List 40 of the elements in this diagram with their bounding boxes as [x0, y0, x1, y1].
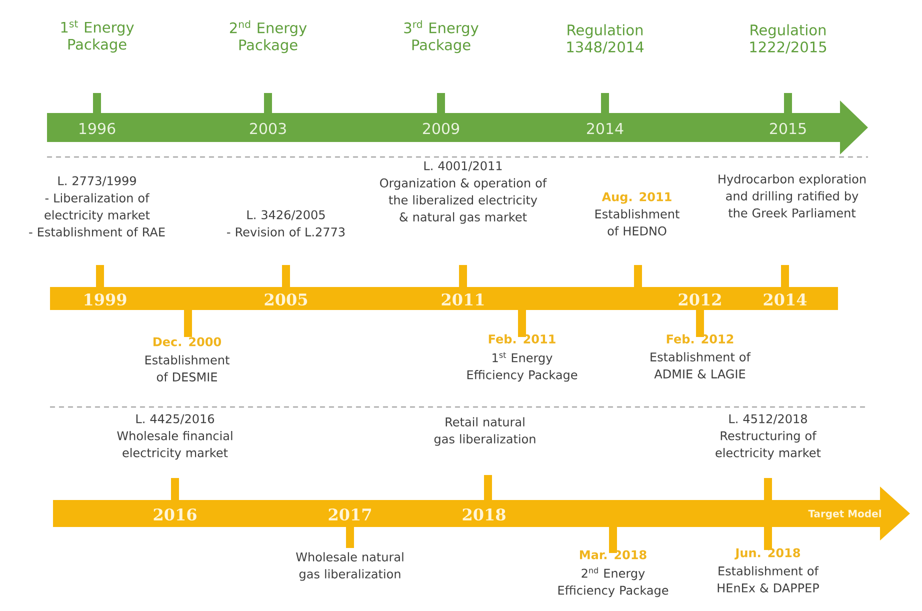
event-label: 2$^{nd}$ Energy Efficiency Package: [558, 567, 668, 598]
year-label: 2016: [154, 508, 196, 521]
year-label: 1999: [84, 293, 126, 306]
event-label: Wholesale natural gas liberalization: [296, 552, 404, 581]
event-label: L. 4512/2018 Restructuring of electricity market: [716, 414, 821, 460]
event-label: Establishment of DESMIE: [145, 355, 230, 382]
event-label: Establishment of HEDNO: [595, 209, 680, 236]
year-label: 2005: [264, 293, 308, 306]
event-label: - Liberalization of electricity market: [44, 193, 150, 222]
year-label: 2009: [423, 122, 460, 134]
bar-label: Target Model: [808, 510, 881, 520]
year-label: 2015: [770, 122, 806, 134]
event-label: Establishment of HEnEx & DAPPEP: [718, 566, 819, 592]
year-label: 2003: [250, 122, 286, 134]
date-label: Aug. 2011: [602, 192, 672, 204]
year-label: 2012: [678, 293, 721, 306]
milestone-label: 2$^{nd}$ Energy Package: [230, 20, 307, 54]
event-label: L. 4425/2016 Wholesale financial electricity market: [117, 414, 232, 460]
event-label: Establishment of ADMIE & LAGIE: [650, 352, 751, 378]
event-label: L. 3426/2005: [247, 210, 325, 220]
milestone-label: Regulation 1222/2015: [750, 24, 826, 54]
date-label: Dec. 2000: [154, 337, 222, 346]
date-label: Feb. 2011: [488, 334, 556, 344]
event-label: Retail natural gas liberalization: [434, 417, 536, 446]
year-label: 2014: [587, 122, 624, 134]
year-label: 2011: [442, 293, 484, 306]
year-label: 2014: [764, 293, 807, 306]
event-label: - Establishment of RAE: [29, 227, 165, 236]
date-label: Feb. 2012: [666, 334, 734, 344]
event-label: 1$^{st}$ Energy Efficiency Package: [467, 352, 578, 382]
event-label: Organization & operation of the liberalized electricity & natural gas market: [380, 178, 547, 224]
event-label: - Revision of L.2773: [227, 227, 345, 236]
event-label: L. 2773/1999: [58, 176, 136, 186]
event-label: Hydrocarbon exploration and drilling ratified by the Greek Parliament: [718, 174, 866, 218]
year-label: 2017: [328, 508, 371, 521]
milestone-label: 1$^{st}$ Energy Package: [61, 20, 134, 53]
year-label: 1996: [80, 122, 116, 134]
milestone-label: 3$^{rd}$ Energy Package: [404, 20, 478, 54]
milestone-label: Regulation 1348/2014: [567, 24, 644, 54]
year-label: 2018: [462, 508, 506, 521]
